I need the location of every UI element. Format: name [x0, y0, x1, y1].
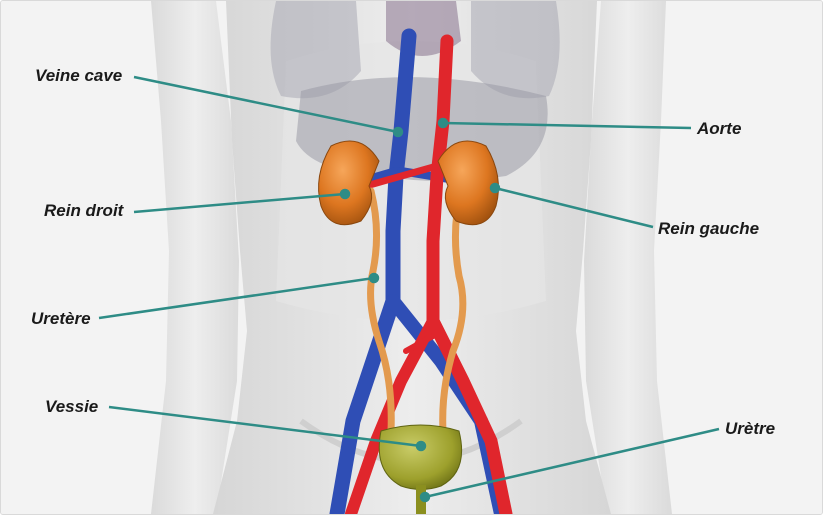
veine-cave-dot: [394, 128, 402, 136]
uretre-dot: [421, 493, 429, 501]
rein-gauche-dot: [491, 184, 499, 192]
rein-droit-dot: [341, 190, 349, 198]
uretere-dot: [370, 274, 378, 282]
label-rein-gauche: Rein gauche: [658, 220, 759, 237]
thoracic-organs: [271, 1, 560, 181]
label-uretre: Urètre: [725, 420, 775, 437]
aorte-dot: [439, 119, 447, 127]
bladder: [379, 425, 461, 490]
label-rein-droit: Rein droit: [44, 202, 123, 219]
label-veine-cave: Veine cave: [35, 67, 122, 84]
vessie-dot: [417, 442, 425, 450]
label-vessie: Vessie: [45, 398, 98, 415]
label-uretere: Uretère: [31, 310, 91, 327]
label-aorte: Aorte: [697, 120, 741, 137]
